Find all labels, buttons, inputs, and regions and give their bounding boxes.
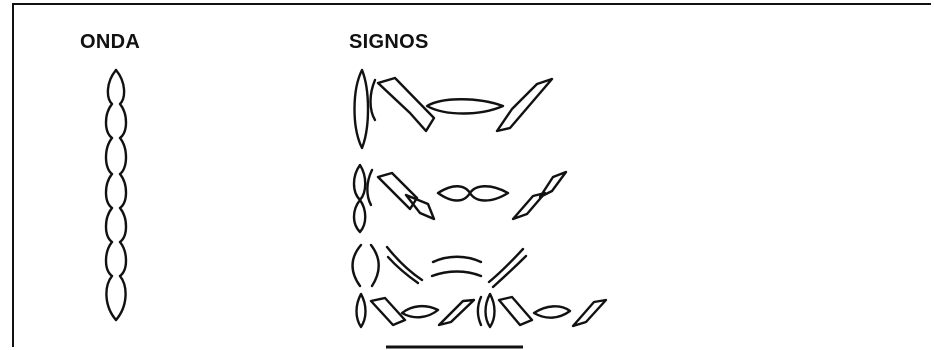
row4-diagonal-lens-1 [371, 298, 405, 325]
onda-wave-left-edge [106, 70, 116, 320]
signos-row-4 [357, 294, 607, 327]
row1-diagonal-lens-up [497, 79, 552, 131]
row4-horizontal-lens-2 [534, 306, 570, 317]
row4-diagonal-lens-4 [573, 300, 606, 326]
row3-arc-down-1 [387, 247, 422, 280]
row4-diagonal-lens-2 [439, 300, 474, 325]
row1-vertical-lens [355, 70, 369, 148]
signos-row-2 [354, 165, 566, 232]
signos-row-1 [355, 70, 553, 148]
row1-lens-mark [371, 80, 376, 120]
row4-vertical-lens-1 [357, 294, 366, 327]
signos-row-3 [353, 245, 526, 287]
row2-lens-mark [367, 170, 372, 205]
row4-lens-mark [478, 297, 481, 325]
row3-vertical-parens-right [371, 245, 379, 286]
row4-vertical-lens-2 [486, 294, 495, 327]
onda-wave-right-edge [116, 70, 126, 320]
onda-wave [106, 70, 126, 320]
row1-diagonal-lens-down [378, 78, 434, 131]
row3-arc-up-2 [493, 256, 526, 287]
row2-diagonal-lens-up [513, 172, 566, 219]
row4-horizontal-lens-1 [402, 306, 438, 317]
row3-horizontal-arc-bottom [432, 272, 481, 277]
row4-diagonal-lens-3 [499, 297, 532, 325]
row3-arc-down-2 [388, 257, 418, 283]
row3-vertical-parens-left [353, 245, 361, 286]
row2-horizontal-double-lens [438, 186, 508, 200]
row3-horizontal-arc-top [433, 257, 481, 262]
row2-diagonal-lens-down [378, 173, 434, 219]
row1-horizontal-lens [427, 99, 503, 113]
row2-vertical-lenses [354, 165, 365, 232]
